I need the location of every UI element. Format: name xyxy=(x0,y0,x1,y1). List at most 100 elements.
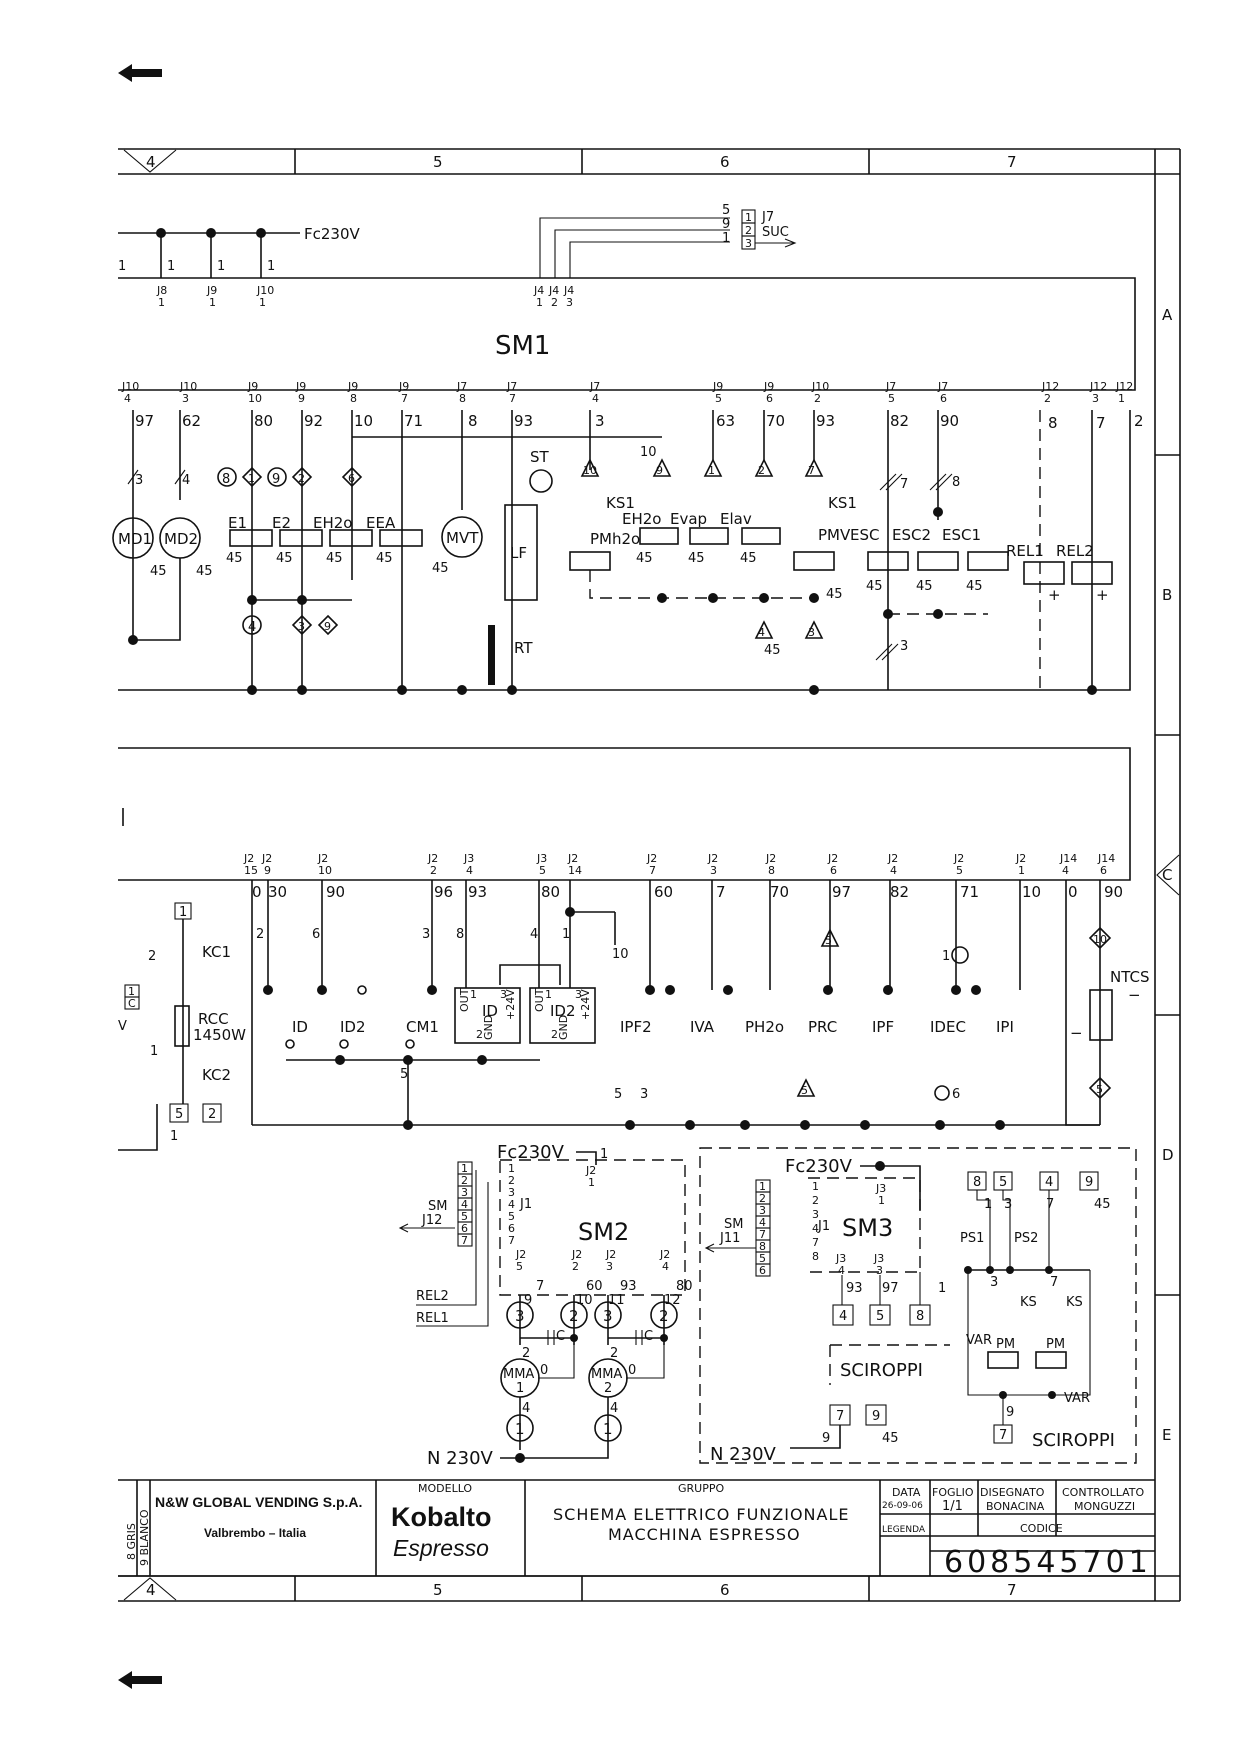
svg-text:45: 45 xyxy=(764,643,781,658)
svg-text:7: 7 xyxy=(812,1236,819,1249)
description-line-1: SCHEMA ELETTRICO FUNZIONALE xyxy=(553,1505,849,1524)
svg-text:KS: KS xyxy=(1020,1295,1037,1310)
row-label: B xyxy=(1162,586,1172,604)
svg-text:71: 71 xyxy=(404,412,423,430)
svg-text:ESC1: ESC1 xyxy=(942,526,981,544)
col-label: 4 xyxy=(146,1581,156,1599)
svg-text:J2: J2 xyxy=(605,1248,616,1261)
svg-text:ESC2: ESC2 xyxy=(892,526,931,544)
svg-text:80: 80 xyxy=(676,1279,693,1294)
svg-text:8: 8 xyxy=(350,392,357,405)
svg-text:8: 8 xyxy=(759,1240,766,1253)
title-block: 8 GRIS 9 BLANCO N&W GLOBAL VENDING S.p.A… xyxy=(118,1479,1155,1580)
svg-text:3: 3 xyxy=(745,237,752,250)
svg-text:1: 1 xyxy=(878,1194,885,1207)
svg-text:J2: J2 xyxy=(953,852,964,865)
svg-text:PM: PM xyxy=(1046,1337,1065,1352)
svg-text:J2: J2 xyxy=(317,852,328,865)
svg-text:1: 1 xyxy=(259,296,266,309)
svg-text:J7: J7 xyxy=(589,380,600,393)
col-label: 5 xyxy=(433,1581,443,1599)
back-arrow-top[interactable] xyxy=(118,63,162,83)
svg-text:CODICE: CODICE xyxy=(1020,1522,1063,1535)
svg-text:6: 6 xyxy=(830,864,837,877)
svg-text:J2: J2 xyxy=(707,852,718,865)
svg-text:70: 70 xyxy=(770,883,789,901)
svg-text:ESC: ESC xyxy=(850,526,879,544)
svg-text:62: 62 xyxy=(182,412,201,430)
svg-text:6: 6 xyxy=(952,1087,960,1102)
svg-text:J4: J4 xyxy=(533,284,544,297)
svg-text:MD2: MD2 xyxy=(164,530,198,548)
svg-text:ID: ID xyxy=(292,1018,308,1036)
svg-text:J9: J9 xyxy=(295,380,306,393)
svg-text:5: 5 xyxy=(1096,1083,1103,1096)
svg-text:REL2: REL2 xyxy=(416,1289,449,1304)
svg-text:KC2: KC2 xyxy=(202,1066,231,1084)
svg-text:93: 93 xyxy=(514,412,533,430)
svg-text:PMV: PMV xyxy=(818,526,851,544)
svg-text:KS: KS xyxy=(1066,1295,1083,1310)
svg-text:71: 71 xyxy=(960,883,979,901)
svg-text:2: 2 xyxy=(812,1194,819,1207)
back-arrow-bottom[interactable] xyxy=(118,1670,162,1690)
svg-text:VAR: VAR xyxy=(1064,1391,1090,1406)
svg-text:3: 3 xyxy=(595,412,605,430)
svg-text:3: 3 xyxy=(900,639,908,654)
svg-text:3: 3 xyxy=(515,1307,525,1325)
svg-text:3: 3 xyxy=(808,626,815,639)
svg-text:1: 1 xyxy=(545,988,552,1001)
svg-text:1: 1 xyxy=(812,1180,819,1193)
svg-text:14: 14 xyxy=(568,864,582,877)
svg-text:1: 1 xyxy=(984,1197,992,1212)
row-label: A xyxy=(1162,306,1173,324)
svg-text:5: 5 xyxy=(722,203,730,218)
svg-text:1: 1 xyxy=(1018,864,1025,877)
svg-text:J2: J2 xyxy=(515,1248,526,1261)
svg-text:−: − xyxy=(1128,986,1141,1004)
svg-text:+24V: +24V xyxy=(579,989,592,1020)
svg-text:45: 45 xyxy=(150,564,167,579)
svg-text:LEGENDA: LEGENDA xyxy=(882,1525,926,1535)
fc230v-label: Fc230V xyxy=(304,225,361,243)
svg-text:10: 10 xyxy=(612,947,629,962)
svg-text:PS1: PS1 xyxy=(960,1231,984,1246)
svg-text:8: 8 xyxy=(916,1309,924,1324)
svg-text:RT: RT xyxy=(514,639,533,657)
svg-text:3: 3 xyxy=(566,296,573,309)
svg-text:2: 2 xyxy=(461,1174,468,1187)
svg-text:ID2: ID2 xyxy=(340,1018,366,1036)
svg-text:MVT: MVT xyxy=(446,529,479,547)
svg-text:IPF2: IPF2 xyxy=(620,1018,652,1036)
svg-text:4: 4 xyxy=(662,1260,669,1273)
svg-text:3: 3 xyxy=(182,392,189,405)
svg-text:3: 3 xyxy=(1092,392,1099,405)
svg-text:REL1: REL1 xyxy=(416,1311,449,1326)
svg-text:REL2: REL2 xyxy=(1056,542,1094,560)
row-label: E xyxy=(1162,1426,1171,1444)
svg-text:82: 82 xyxy=(890,883,909,901)
svg-text:J10: J10 xyxy=(811,380,829,393)
svg-text:1: 1 xyxy=(508,1162,515,1175)
svg-text:J10: J10 xyxy=(256,284,274,297)
svg-text:2: 2 xyxy=(1044,392,1051,405)
svg-text:45: 45 xyxy=(916,579,933,594)
svg-text:J9: J9 xyxy=(398,380,409,393)
svg-text:J2: J2 xyxy=(646,852,657,865)
lower-components: 1 KC1 RCC 1450W KC2 5 2 1 1C V 2 1 ID ID… xyxy=(118,902,1150,1151)
svg-text:1: 1 xyxy=(562,927,570,942)
svg-text:60: 60 xyxy=(654,883,673,901)
svg-text:4: 4 xyxy=(466,864,473,877)
svg-text:26-09-06: 26-09-06 xyxy=(882,1501,923,1511)
left-arrow-icon xyxy=(118,1671,162,1689)
svg-text:1450W: 1450W xyxy=(193,1026,246,1044)
svg-text:5: 5 xyxy=(876,1309,884,1324)
col-label: 4 xyxy=(146,153,156,171)
svg-text:J12: J12 xyxy=(1089,380,1107,393)
sm2-feed: Fc230V xyxy=(497,1142,565,1163)
svg-text:1: 1 xyxy=(267,259,275,274)
svg-text:1: 1 xyxy=(722,231,730,246)
svg-text:J3: J3 xyxy=(463,852,474,865)
svg-text:10: 10 xyxy=(576,1293,593,1308)
